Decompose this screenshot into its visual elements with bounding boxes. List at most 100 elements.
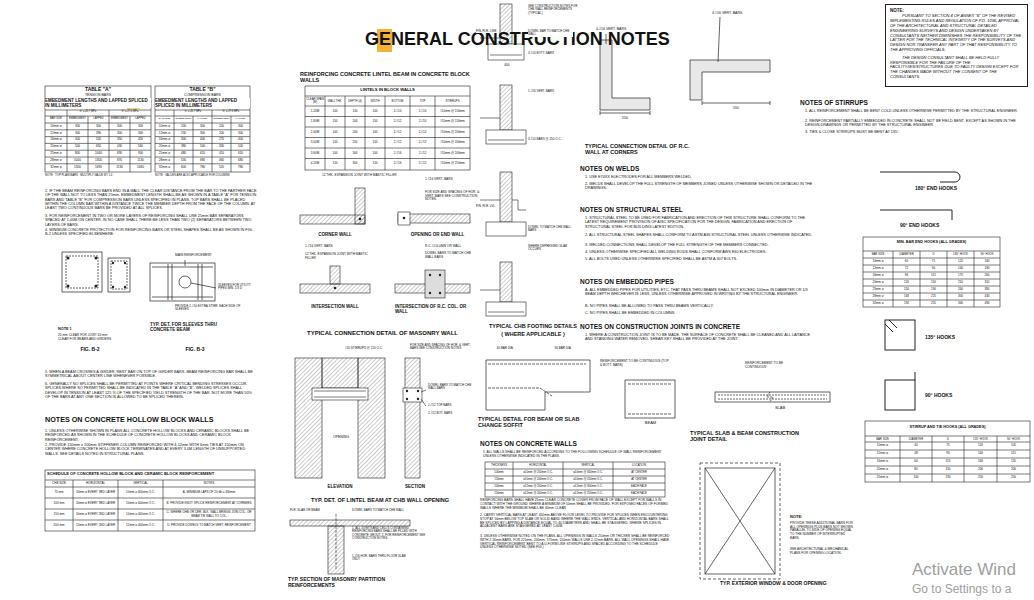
- table-cell: 120: [964, 442, 997, 450]
- note-text: FOR SIZE AND SPACING OF HOR. & VERT. BAR…: [410, 344, 472, 351]
- masonry-plan-figure: [359, 218, 362, 221]
- chb-footing-figure: [500, 172, 512, 222]
- table-grid: [45, 470, 255, 531]
- table-cell: #10mm @ 150mm: [435, 106, 470, 117]
- table-cell: 2-#12: [410, 159, 435, 170]
- table-cell: 150 mm: [45, 509, 73, 520]
- note-text: 550: [622, 116, 628, 120]
- table-cell: 115: [997, 450, 1030, 458]
- table-cell: 20mm ø: [45, 143, 67, 150]
- note-text: 3. WELDED CONNECTIONS SHALL DEVELOP THE …: [585, 243, 768, 247]
- table-cell: 10mm ø EVERY 3RD LAYER: [73, 487, 118, 498]
- table-grid: [865, 436, 1030, 482]
- table-cell: 2-#10: [410, 117, 435, 128]
- table-cell: 300: [174, 137, 193, 144]
- table-cell: 1000: [67, 157, 88, 164]
- table-cell: 75: [932, 442, 964, 450]
- table-cell: 1.80M: [305, 117, 325, 128]
- table-cell: 192: [893, 300, 920, 307]
- note-text: 2. WELDS SHALL DEVELOP THE FULL STRENGTH…: [585, 182, 815, 191]
- table-cell: A. MINIMUM LAPS OF 20 db = 300mm: [163, 487, 255, 498]
- table-cell: 340: [947, 300, 974, 307]
- note-text: 2. REINFORCEMENT PARTIALLY EMBEDDED IN C…: [805, 119, 1027, 128]
- heading-text: NOTES ON CONCRETE HOLLOW BLOCK WALLS: [45, 416, 214, 424]
- table-cell: 10mm ø 400mm O.C.: [118, 509, 163, 520]
- table-cell: 200: [174, 123, 193, 130]
- soffit-figure: [486, 360, 590, 410]
- table-cell: 100: [365, 148, 385, 159]
- chb-footing-figure: [500, 85, 512, 130]
- note-text: 2. CARRY VERTICAL BARS AT LEAST 450mm AB…: [480, 514, 670, 529]
- table-cell: 250: [964, 474, 997, 482]
- table-cell: 1.20M: [305, 106, 325, 117]
- chb-footing-figure: [480, 118, 524, 140]
- table-cell: 64: [900, 458, 932, 466]
- concrete-cover-figure: [95, 285, 98, 288]
- table-cell: 140: [947, 265, 974, 272]
- table-cell: HORIZONTAL: [73, 480, 118, 487]
- note-text: DOWEL BARS TO MATCH CHB WALL BARS: [425, 252, 475, 259]
- table-cell: 340: [130, 130, 151, 137]
- note-text: PROVIDE 2-#10 EXTRA STIRR. EACH SIDE OF …: [175, 305, 250, 312]
- table-cell: 150: [345, 106, 365, 117]
- table-cell: 2-#12: [385, 117, 410, 128]
- table-cell: 90° HOOK: [974, 251, 1000, 258]
- table-grid: [45, 86, 1030, 531]
- table-cell: EACH FACE: [613, 483, 665, 490]
- table-cell: VERTICAL: [118, 480, 163, 487]
- watermark-text: Activate Wind: [912, 560, 1016, 580]
- note-text: WHERE DEPRESSED SLAB OCCURS: [528, 245, 573, 252]
- note-text: PROVIDE THESE ADDITIONAL BARS FOR ALL OP…: [790, 522, 855, 540]
- heading-text: REINFORCING CONCRETE LINTEL BEAM IN CONC…: [300, 71, 470, 84]
- note-text: MAIN REINFORCEMENT: [175, 254, 212, 258]
- table-cell: 190: [932, 474, 964, 482]
- note-paragraph: THE DESIGN CONSULTANT SHALL BE HELD FULL…: [890, 56, 1023, 80]
- table-cell: 610: [231, 150, 250, 157]
- table-cell: 250mm: [485, 490, 513, 497]
- table-cell: 10mm ø 600mm O.C.: [118, 487, 163, 498]
- table-cell: 190: [974, 265, 1000, 272]
- note-text: 30 BAR DIA.: [554, 347, 571, 350]
- table-cell: #10mm @ 200mm: [435, 127, 470, 138]
- note-text: NOTE : VALUES ARE ALSO APPLICABLE FOR CO…: [155, 174, 230, 177]
- table-cell: 255: [920, 300, 947, 307]
- table-cell: 190: [920, 286, 947, 293]
- masonry-plan-figure: [403, 217, 406, 220]
- table-cell: LAPPED: [130, 116, 151, 123]
- construction-joint-figure: [715, 392, 830, 402]
- lintel-figure: [322, 358, 358, 388]
- table-cell: 300: [947, 293, 974, 300]
- table-cell: 650: [88, 143, 109, 150]
- table-cell: 80: [900, 466, 932, 474]
- chb-footing-figure: [486, 222, 526, 236]
- heading-text: 90° END HOOKS: [900, 223, 939, 229]
- table-cell: 150: [920, 279, 947, 286]
- masonry-plan-figure: [429, 274, 431, 276]
- hook-figure: [880, 172, 960, 410]
- lintel-figure: [295, 358, 426, 478]
- hook-figure: [915, 372, 916, 380]
- table-cell: 210: [947, 279, 974, 286]
- table-cell: 200mm: [485, 483, 513, 490]
- table-cell: 2-#12: [410, 138, 435, 149]
- table-cell: 90: [932, 450, 964, 458]
- table-cell: BAR SIZE: [863, 251, 893, 258]
- note-text: 5. ALL BOLTS USED UNLESS OTHERWISE SPECI…: [585, 257, 737, 261]
- table-cell: 115: [932, 458, 964, 466]
- table-cell: D. PROVIDE DOWELS TO MATCH VERT. REINFOR…: [163, 520, 255, 531]
- sleeve-beam-figure: [179, 276, 191, 288]
- heading-text: EMBEDMENT LENGTHS AND LAPPED SPLICED IN …: [155, 98, 250, 108]
- table-cell: 4.20M: [305, 159, 325, 170]
- table-cell: 2-#12: [385, 138, 410, 149]
- heading-text: NOTES ON EMBEDDED PIPES: [580, 278, 674, 285]
- concrete-cover-figure: [124, 286, 126, 288]
- partition-section-figure: [290, 514, 410, 574]
- note-text: SLAB: [775, 406, 785, 411]
- table-cell: D: [932, 436, 964, 442]
- table-cell: 780: [231, 164, 250, 171]
- table-cell: 150mm: [485, 476, 513, 483]
- note-text: 2-#12 BOT. BARS: [428, 412, 452, 415]
- note-text: FIN. FLR. LINE: [476, 30, 497, 33]
- table-cell: 300: [67, 130, 88, 137]
- note-text: 1. WHERE A CONSTRUCTION JOINT IS TO BE M…: [585, 333, 815, 342]
